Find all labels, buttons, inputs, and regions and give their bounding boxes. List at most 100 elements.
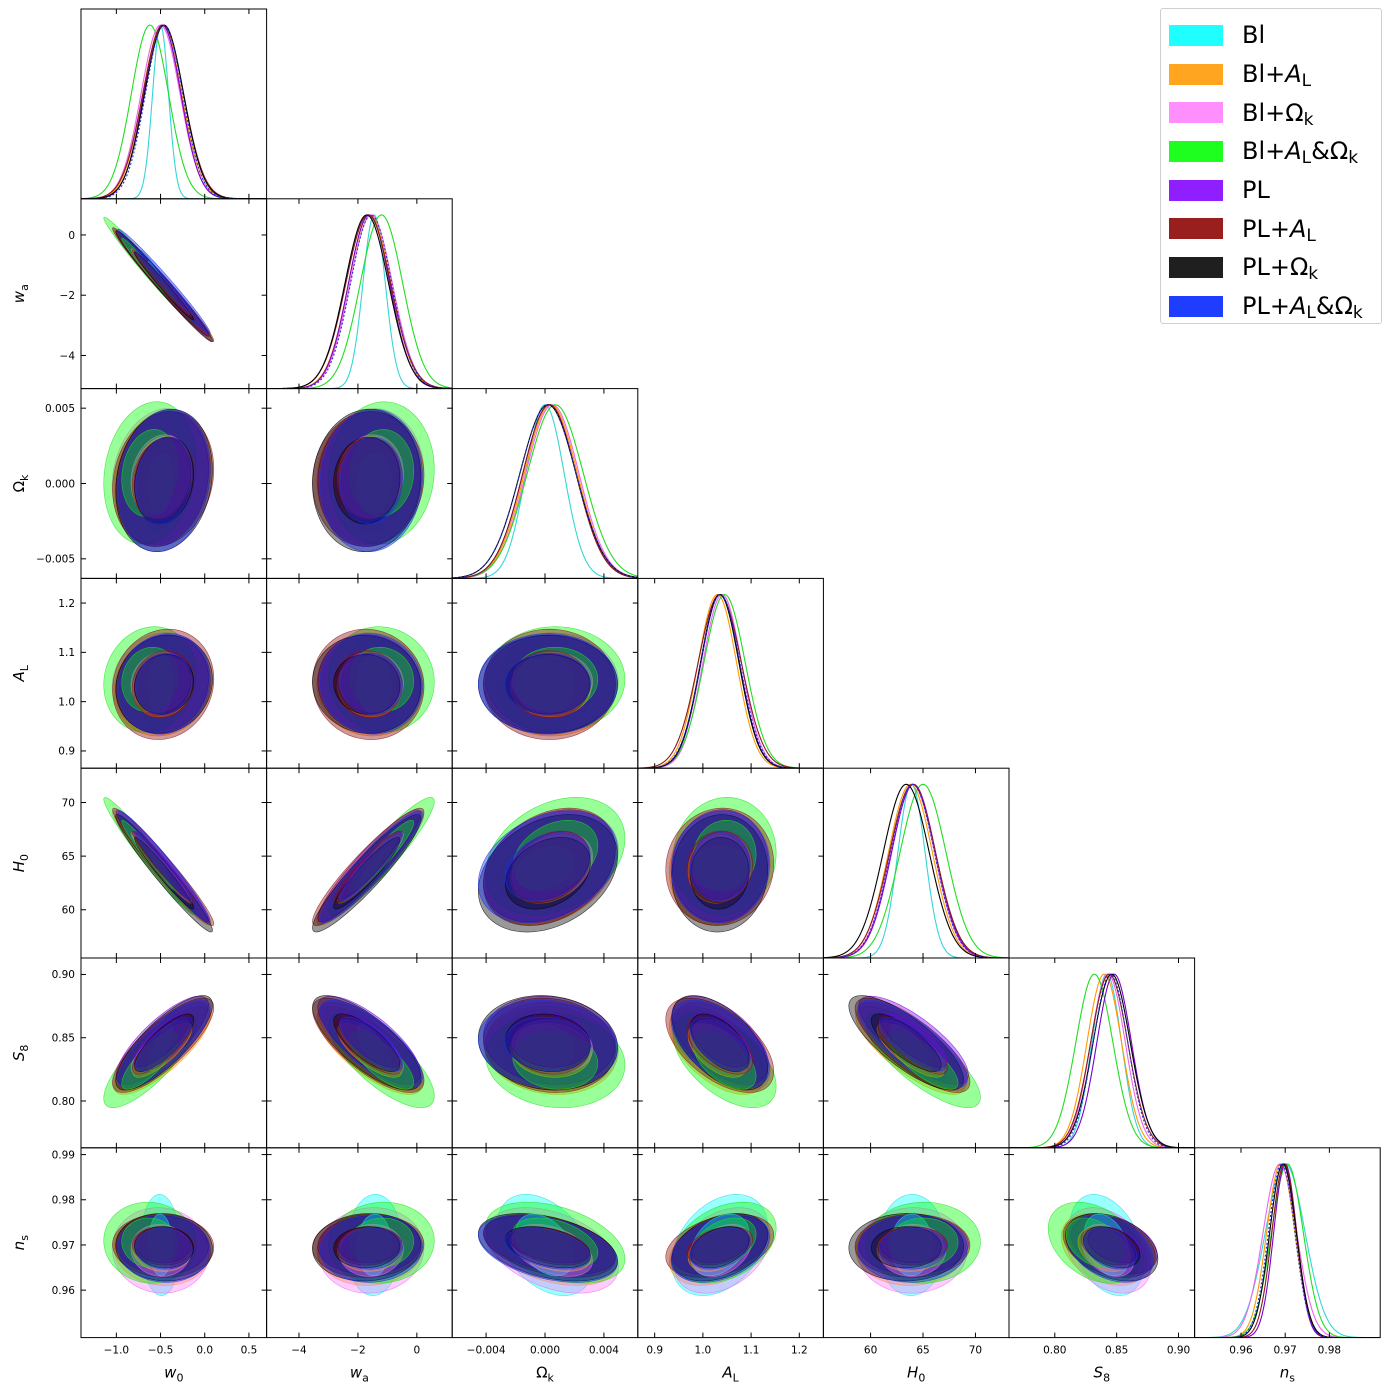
contour-68-series-7 [1083,1227,1138,1270]
legend-swatch [1169,256,1223,278]
contour-95-series-6 [312,1213,422,1282]
contour-95-series-1 [113,1005,212,1095]
y-tick-label: −2 [60,290,75,302]
legend-swatch [1169,179,1223,201]
x-axis-label-wa: wa [350,1364,369,1385]
contour-68-series-0 [690,846,750,890]
contour-95-series-7 [117,999,211,1089]
contour-95-series-7 [319,810,423,924]
contour-68-series-6 [870,1013,942,1072]
posterior-line-series-3 [1009,973,1195,1148]
panel-Ok-S8 [477,995,626,1109]
y-tick-label: −0.005 [36,554,75,566]
contour-68-series-4 [133,437,191,521]
contour-95-series-6 [478,814,618,933]
panel-wa-ns [312,1194,435,1296]
posterior-line-series-1 [1194,1163,1381,1338]
posterior-H0 [823,783,1010,959]
contour-68-series-5 [333,830,403,903]
x-tick-label: 0 [414,1345,421,1357]
contour-95-series-0 [140,1194,181,1296]
posterior-line-series-1 [823,783,1009,959]
y-tick-label: 1.1 [58,647,75,659]
panel-frame [80,8,268,200]
posterior-line-series-0 [1194,1163,1381,1338]
contour-95-series-4 [115,411,209,547]
posterior-line-series-2 [1194,1163,1381,1338]
contour-68-series-6 [505,1013,591,1072]
contour-68-series-7 [689,832,751,902]
y-axis-label-H0: H0 [10,854,31,872]
contour-95-series-5 [665,807,775,926]
contour-95-series-6 [312,814,422,933]
contour-68-series-5 [508,650,591,719]
legend-item: PL [1169,171,1381,210]
x-tick-label: −2 [350,1345,365,1357]
contour-68-series-2 [692,1223,752,1277]
legend-swatch [1169,140,1223,162]
contour-68-series-4 [879,1013,948,1068]
y-axis-label-ns: ns [10,1235,31,1251]
legend-swatch [1169,63,1223,85]
x-tick-label: 60 [864,1345,877,1357]
panel-frame [637,577,824,769]
contour-68-series-4 [133,653,191,715]
contour-95-series-2 [111,408,210,544]
posterior-line-series-6 [266,214,453,389]
y-tick-label: 0.005 [45,403,75,415]
legend-label: PL+Ωk [1242,253,1319,285]
posterior-wa [266,214,453,389]
contour-95-series-1 [316,1005,423,1095]
posterior-line-series-2 [1009,973,1195,1148]
panel-Ok-H0 [478,797,626,933]
contour-95-series-1 [113,637,212,737]
contour-68-series-5 [333,1226,403,1266]
contour-68-series-7 [689,1227,751,1270]
x-tick-label: 70 [969,1345,982,1357]
x-tick-label: 0.96 [1229,1345,1253,1357]
contour-68-series-3 [121,1217,179,1268]
contour-68-series-4 [690,1013,750,1068]
contour-95-series-0 [345,1194,403,1296]
contour-95-series-4 [671,995,769,1085]
panel-w0-AL [103,626,215,740]
posterior-line-series-0 [823,783,1009,959]
x-tick-label: 0.004 [589,1345,619,1357]
y-tick-label: 0.96 [52,1285,76,1297]
posterior-line-series-4 [1009,973,1195,1148]
contour-68-series-3 [121,1031,179,1090]
y-tick-label: 60 [62,905,75,917]
x-tick-label: 0.97 [1273,1345,1296,1357]
contour-68-series-7 [339,1227,403,1270]
contour-68-series-4 [337,1226,401,1264]
contour-68-series-6 [690,1013,750,1072]
contour-68-series-7 [339,1016,403,1072]
y-tick-label: 0.98 [52,1195,75,1207]
y-axis-label-S8: S8 [10,1045,31,1062]
contour-68-series-0 [148,1213,173,1277]
contour-68-series-0 [515,846,575,890]
contour-68-series-5 [131,650,195,719]
panel-w0-wa [103,216,215,342]
contour-95-series-7 [117,408,211,553]
contour-68-series-1 [337,1023,403,1078]
contour-95-series-7 [670,999,770,1089]
contour-95-series-3 [672,797,777,916]
posterior-line-series-0 [452,404,638,579]
panel-wa-S8 [312,995,435,1109]
posterior-line-series-4 [1194,1163,1381,1338]
x-tick-label: 1.2 [791,1345,808,1357]
x-axis-label-S8: S8 [1094,1364,1111,1385]
contour-68-series-3 [512,646,599,712]
contour-68-series-7 [135,832,193,902]
contour-68-series-2 [511,651,593,713]
contour-68-series-7 [339,832,403,902]
posterior-AL [637,593,824,769]
x-axis-label-ns: ns [1280,1364,1296,1385]
contour-68-series-7 [505,1227,591,1270]
contour-68-series-2 [130,434,191,518]
y-tick-label: 65 [62,851,75,863]
legend-label: PL [1242,176,1270,205]
posterior-line-series-7 [452,404,638,579]
y-axis-label-Ok: Ωk [10,474,31,492]
